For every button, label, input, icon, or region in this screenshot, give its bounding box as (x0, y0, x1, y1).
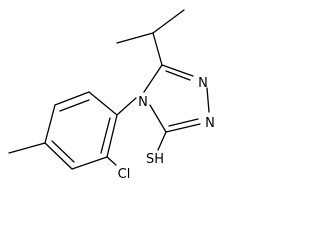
bond-c4-c3 (44, 142, 73, 170)
bond-c2-c1 (106, 114, 118, 158)
bond-c5-n4 (143, 64, 163, 93)
bond-c2-cl (106, 156, 117, 166)
atom-n2-label: N (205, 116, 215, 131)
bond-c3-s (157, 131, 167, 151)
bond-c3-c2 (71, 156, 108, 170)
atom-sh-label: SH (146, 152, 164, 167)
bond-n2-c3 (165, 123, 201, 133)
bond-isopropyl-methyl-right (152, 9, 185, 34)
bond-n2-c3-double (168, 118, 199, 127)
bond-n1-n2 (206, 87, 210, 113)
triazole-ring (143, 64, 210, 133)
atom-n1-label: N (198, 76, 208, 91)
isopropyl-group (116, 9, 185, 66)
bond-c1-c6 (88, 91, 118, 116)
bond-c3-n4 (149, 104, 167, 133)
bond-c4-methyl (8, 142, 46, 154)
molecule-structure: N N N Cl SH (8, 9, 215, 182)
bond-c4-c3-inner (51, 140, 75, 163)
thiol-group (157, 131, 167, 151)
atom-cl-label: Cl (118, 167, 131, 182)
bond-c6-c5-inner (59, 99, 90, 112)
bond-c6-c5 (54, 91, 90, 106)
bond-isopropyl-methyl-left (116, 32, 154, 44)
bond-c2-c1-inner (100, 117, 111, 154)
chloro-methylphenyl-ring (8, 91, 137, 170)
atom-n4-label: N (138, 95, 148, 110)
bond-n4-c1 (116, 97, 137, 116)
bond-isopropyl-to-ring (152, 32, 163, 66)
bond-c5-c4 (44, 104, 56, 144)
bond-c5-n1 (161, 64, 194, 77)
bond-c5-n1-double (165, 70, 191, 81)
